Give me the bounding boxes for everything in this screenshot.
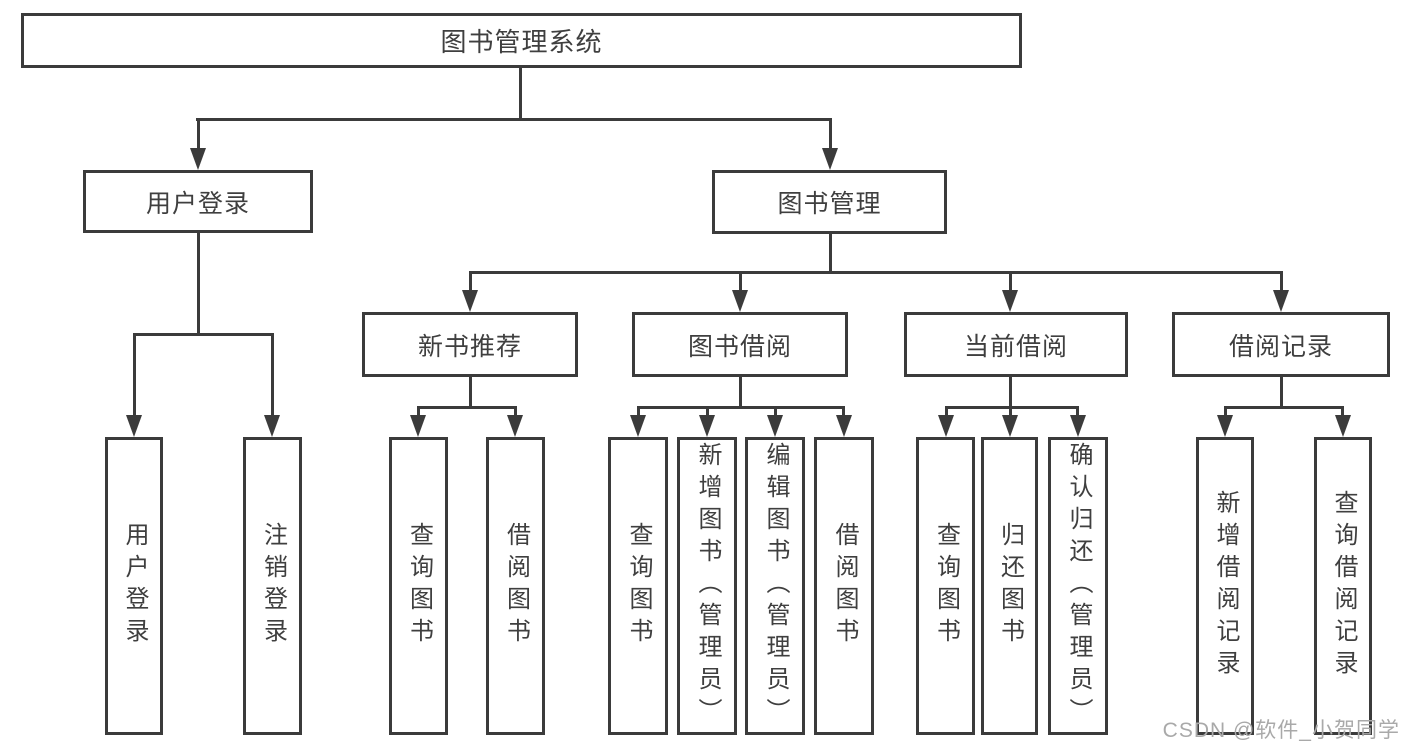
leaf-borrowing-add-books-admin-label: 新增图书（管理员） — [694, 442, 721, 730]
connector-stem-book-branch — [829, 118, 832, 151]
arrowhead-leaf-login-icon — [126, 415, 142, 437]
arrowhead-recd-add-icon — [1217, 415, 1233, 437]
arrowhead-bor-query-icon — [630, 415, 646, 437]
node-borrowing-records: 借阅记录 — [1172, 312, 1390, 377]
leaf-recommend-borrow-books: 借阅图书 — [486, 437, 545, 735]
node-root-label: 图书管理系统 — [440, 27, 603, 57]
leaf-borrowing-borrow-books: 借阅图书 — [814, 437, 874, 735]
connector-stem-recd-add — [1224, 406, 1227, 418]
arrowhead-leaf-logout-icon — [264, 415, 280, 437]
node-root-system: 图书管理系统 — [21, 13, 1022, 68]
connector-borrowing-horizontal — [637, 406, 845, 409]
connector-stem-leaf-logout — [271, 333, 274, 418]
connector-borrowing-vertical — [739, 377, 742, 409]
node-new-book-recommend: 新书推荐 — [362, 312, 578, 377]
connector-stem-bor-add — [706, 406, 709, 418]
connector-root-horizontal — [196, 118, 832, 121]
node-user-login-branch: 用户登录 — [83, 170, 313, 233]
connector-stem-cur-return — [1009, 406, 1012, 418]
leaf-user-login: 用户登录 — [105, 437, 163, 735]
node-book-borrowing: 图书借阅 — [632, 312, 848, 377]
connector-stem-recd-query — [1341, 406, 1344, 418]
leaf-records-query-record: 查询借阅记录 — [1314, 437, 1372, 735]
arrowhead-borrowing-icon — [732, 290, 748, 312]
arrowhead-recd-query-icon — [1335, 415, 1351, 437]
connector-user-vertical — [197, 233, 200, 336]
leaf-records-query-record-label: 查询借阅记录 — [1330, 490, 1357, 682]
connector-recommend-vertical — [469, 377, 472, 409]
connector-records-vertical — [1280, 377, 1283, 409]
arrowhead-bor-add-icon — [699, 415, 715, 437]
leaf-records-add-record: 新增借阅记录 — [1196, 437, 1254, 735]
arrowhead-cur-return-icon — [1002, 415, 1018, 437]
arrowhead-current-icon — [1002, 290, 1018, 312]
leaf-current-query-books: 查询图书 — [916, 437, 975, 735]
connector-stem-bor-query — [637, 406, 640, 418]
arrowhead-records-icon — [1273, 290, 1289, 312]
connector-stem-leaf-login — [133, 333, 136, 418]
leaf-borrowing-query-books-label: 查询图书 — [625, 522, 652, 650]
connector-current-horizontal — [945, 406, 1079, 409]
arrowhead-user-branch-icon — [190, 148, 206, 170]
connector-book-horizontal — [469, 271, 1283, 274]
node-book-management-branch: 图书管理 — [712, 170, 947, 234]
leaf-current-return-books-label: 归还图书 — [996, 522, 1024, 650]
arrowhead-bor-borrow-icon — [836, 415, 852, 437]
leaf-current-return-books: 归还图书 — [981, 437, 1038, 735]
connector-records-horizontal — [1224, 406, 1344, 409]
leaf-borrowing-query-books: 查询图书 — [608, 437, 668, 735]
leaf-logout-label: 注销登录 — [259, 522, 287, 650]
node-new-book-recommend-label: 新书推荐 — [417, 332, 522, 361]
connector-recommend-horizontal — [417, 406, 517, 409]
connector-stem-cur-query — [945, 406, 948, 418]
leaf-recommend-borrow-books-label: 借阅图书 — [502, 522, 530, 650]
leaf-recommend-query-books-label: 查询图书 — [405, 522, 433, 650]
node-user-login-branch-label: 用户登录 — [145, 189, 250, 218]
connector-user-horizontal — [133, 333, 274, 336]
connector-stem-bor-edit — [774, 406, 777, 418]
leaf-current-query-books-label: 查询图书 — [932, 522, 960, 650]
connector-stem-rec-query — [417, 406, 420, 418]
leaf-current-confirm-return-admin-label: 确认归还（管理员） — [1065, 442, 1092, 730]
leaf-borrowing-borrow-books-label: 借阅图书 — [831, 522, 858, 650]
connector-stem-cur-confirm — [1076, 406, 1079, 418]
connector-stem-bor-borrow — [842, 406, 845, 418]
csdn-watermark: CSDN @软件_小贺同学 — [1162, 719, 1400, 742]
node-current-borrowing-label: 当前借阅 — [963, 332, 1068, 361]
leaf-recommend-query-books: 查询图书 — [389, 437, 448, 735]
connector-stem-current — [1009, 271, 1012, 293]
leaf-logout: 注销登录 — [243, 437, 302, 735]
connector-stem-records — [1280, 271, 1283, 293]
arrowhead-recommend-icon — [462, 290, 478, 312]
arrowhead-book-branch-icon — [822, 148, 838, 170]
leaf-records-add-record-label: 新增借阅记录 — [1212, 490, 1239, 682]
node-book-management-branch-label: 图书管理 — [777, 190, 882, 218]
arrowhead-cur-query-icon — [938, 415, 954, 437]
connector-book-vertical — [829, 234, 832, 274]
leaf-borrowing-edit-books-admin: 编辑图书（管理员） — [745, 437, 805, 735]
connector-stem-recommend — [469, 271, 472, 293]
arrowhead-rec-borrow-icon — [507, 415, 523, 437]
arrowhead-bor-edit-icon — [767, 415, 783, 437]
connector-root-vertical — [519, 68, 522, 121]
connector-current-vertical — [1009, 377, 1012, 409]
node-borrowing-records-label: 借阅记录 — [1228, 332, 1333, 361]
leaf-user-login-label: 用户登录 — [121, 522, 148, 650]
connector-stem-user-branch — [197, 118, 200, 151]
connector-stem-rec-borrow — [514, 406, 517, 418]
node-book-borrowing-label: 图书借阅 — [687, 332, 792, 361]
arrowhead-cur-confirm-icon — [1070, 415, 1086, 437]
arrowhead-rec-query-icon — [410, 415, 426, 437]
node-current-borrowing: 当前借阅 — [904, 312, 1128, 377]
leaf-current-confirm-return-admin: 确认归还（管理员） — [1048, 437, 1108, 735]
connector-stem-borrowing — [739, 271, 742, 293]
leaf-borrowing-edit-books-admin-label: 编辑图书（管理员） — [762, 442, 789, 730]
leaf-borrowing-add-books-admin: 新增图书（管理员） — [677, 437, 737, 735]
